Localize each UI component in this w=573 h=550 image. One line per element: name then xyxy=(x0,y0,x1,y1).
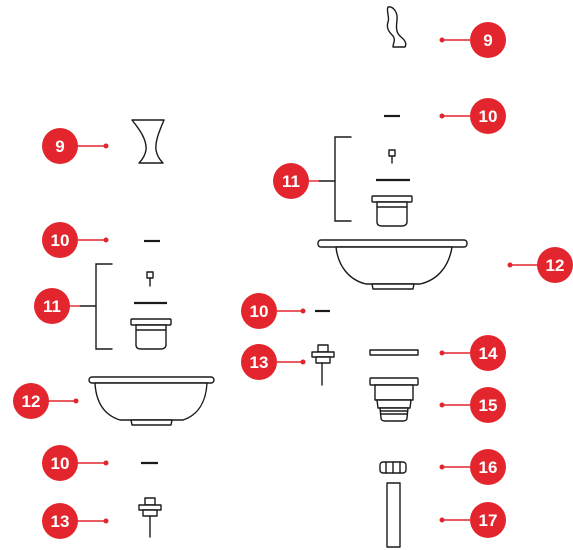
callout-gasket: 14 xyxy=(439,335,506,371)
callout-label: 10 xyxy=(51,231,70,250)
callout-label: 13 xyxy=(51,512,70,531)
pipe-part xyxy=(386,482,401,548)
callout-right-bowl: 12 xyxy=(507,247,573,283)
right-handle-part xyxy=(386,6,407,48)
callout-left-handle: 9 xyxy=(42,128,109,164)
callout-left-bowl: 12 xyxy=(13,383,79,419)
callout-right-seal: 10 xyxy=(439,98,506,134)
left-handle-part xyxy=(131,119,165,164)
callout-label: 12 xyxy=(546,256,565,275)
callout-drain-body: 15 xyxy=(439,387,506,423)
right-cartridge-pin xyxy=(388,149,396,164)
nut-part xyxy=(379,461,407,474)
right-cartridge-bracket xyxy=(318,136,352,222)
left-cartridge-pin xyxy=(146,271,154,287)
callout-pipe: 17 xyxy=(439,502,506,538)
callout-left-lower-seal: 10 xyxy=(42,445,109,481)
callout-label: 9 xyxy=(55,137,64,156)
right-bowl-part xyxy=(317,239,468,290)
callout-label: 12 xyxy=(22,392,41,411)
gasket-part xyxy=(369,349,419,356)
right-stem-part xyxy=(311,344,335,386)
callout-right-stem: 13 xyxy=(241,344,306,380)
left-cartridge-bracket xyxy=(79,263,113,350)
left-bowl-part xyxy=(88,376,215,426)
callout-label: 10 xyxy=(51,454,70,473)
callout-label: 13 xyxy=(250,353,269,372)
callout-left-cartridge: 11 xyxy=(34,288,80,324)
left-stem-part xyxy=(138,497,162,538)
callout-left-seal: 10 xyxy=(42,222,109,258)
callout-label: 16 xyxy=(479,458,498,477)
callout-label: 11 xyxy=(43,297,61,316)
callout-right-cartridge: 11 xyxy=(273,163,319,199)
callout-label: 9 xyxy=(483,31,492,50)
callout-nut: 16 xyxy=(439,449,506,485)
callout-label: 10 xyxy=(250,302,269,321)
callout-right-handle: 9 xyxy=(439,22,506,58)
callout-label: 11 xyxy=(282,172,300,191)
callout-label: 10 xyxy=(479,107,498,126)
callout-label: 14 xyxy=(479,344,498,363)
callout-left-stem: 13 xyxy=(42,503,109,539)
callout-mid-seal: 10 xyxy=(241,293,306,329)
left-cartridge-body xyxy=(130,318,172,350)
callout-label: 17 xyxy=(479,511,498,530)
callout-label: 15 xyxy=(479,396,498,415)
right-cartridge-body xyxy=(371,195,413,227)
drain-body-part xyxy=(369,377,419,422)
